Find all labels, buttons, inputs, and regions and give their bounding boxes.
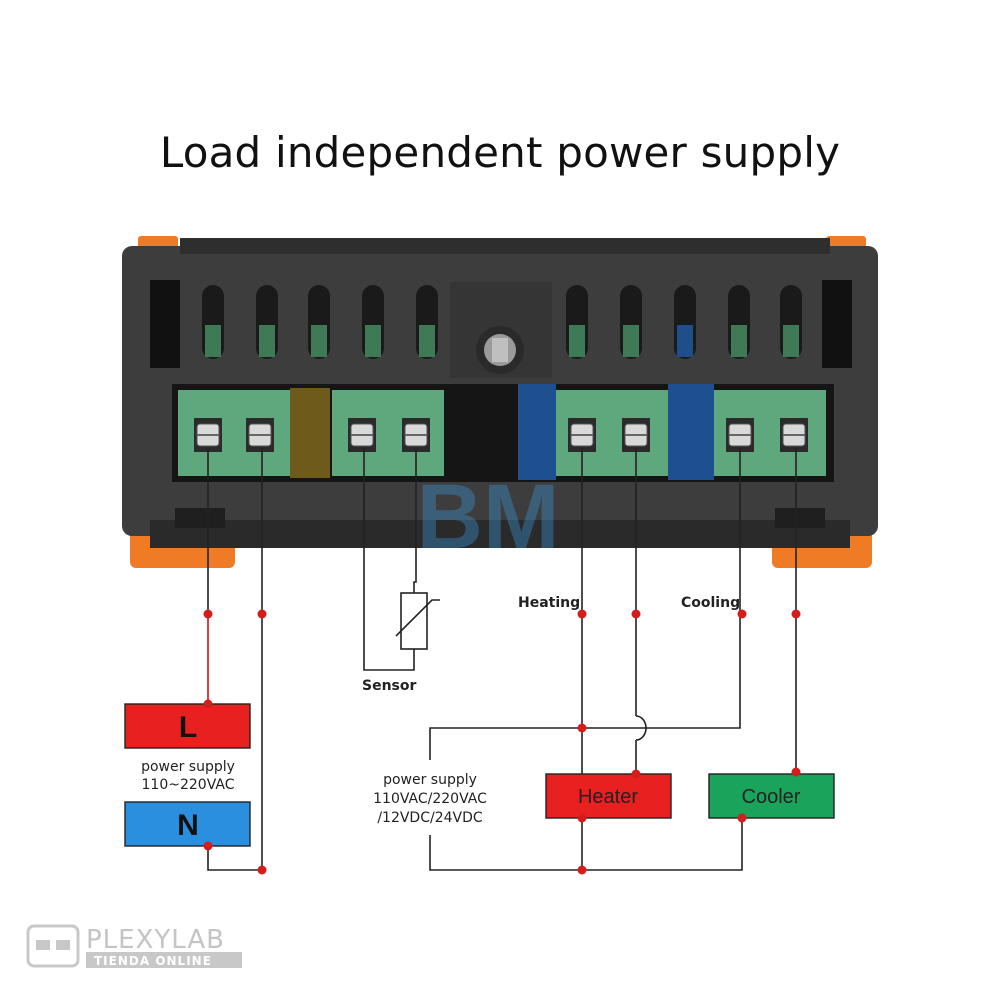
load-supply-line1: power supply [383, 772, 477, 788]
mains-N-box: N [124, 801, 251, 847]
mains-L-box: L [124, 703, 251, 749]
mount-slot-right [775, 508, 825, 528]
wire-sensor [363, 448, 417, 671]
housing-bottom [150, 520, 850, 548]
brand-watermark: PLEXYLAB TIENDA ONLINE [26, 924, 242, 968]
housing-top-rim [180, 238, 830, 254]
load-supply-line2: 110VAC/220VAC [373, 791, 487, 807]
mains-supply-line2: 110~220VAC [142, 777, 235, 793]
side-vent-left [150, 280, 180, 368]
wire-crossover [635, 715, 647, 741]
cooling-label: Cooling [681, 595, 740, 611]
terminal-screw-8 [780, 418, 808, 452]
wire-node-12 [791, 767, 801, 777]
wire-node-6 [577, 609, 587, 619]
wire-node-14 [737, 813, 747, 823]
wire-node-10 [577, 723, 587, 733]
wire-node-8 [737, 609, 747, 619]
terminal-screw-4 [402, 418, 430, 452]
watermark-logo: BM [416, 466, 559, 568]
wire-node-9 [791, 609, 801, 619]
brand-tagline: TIENDA ONLINE [94, 954, 212, 968]
wire-node-4 [203, 841, 213, 851]
vent-slots [202, 285, 802, 359]
mains-N-label: N [177, 809, 199, 842]
heater-box: Heater [545, 773, 672, 819]
terminal-screw-3 [348, 418, 376, 452]
wire-node-11 [631, 769, 641, 779]
buzzer-component [290, 388, 330, 478]
wire-node-5 [257, 865, 267, 875]
sensor-thermistor [395, 592, 440, 650]
wire-nodes [203, 609, 801, 875]
relay-blue-left [518, 384, 556, 480]
side-vent-right [822, 280, 852, 368]
wire-node-7 [631, 609, 641, 619]
heating-label: Heating [518, 595, 580, 611]
cooler-label: Cooler [742, 786, 801, 808]
wire-node-3 [203, 699, 213, 709]
mains-L-label: L [179, 711, 197, 744]
wire-node-13 [577, 813, 587, 823]
terminal-screw-2 [246, 418, 274, 452]
mount-slot-left [175, 508, 225, 528]
diagram-title: Load independent power supply [159, 128, 841, 177]
relay-blue-right [668, 384, 714, 480]
thermostat-device: BM [122, 236, 878, 568]
terminal-screw-7 [726, 418, 754, 452]
wire-N [207, 448, 263, 871]
terminal-screw-5 [568, 418, 596, 452]
wire-node-2 [257, 609, 267, 619]
brand-logo-icon [26, 924, 80, 968]
terminal-screws [194, 418, 808, 452]
terminal-screw-1 [194, 418, 222, 452]
terminal-screw-6 [622, 418, 650, 452]
brand-name: PLEXYLAB [86, 925, 225, 955]
wire-node-15 [577, 865, 587, 875]
load-supply-line3: /12VDC/24VDC [377, 810, 483, 826]
sensor-label: Sensor [362, 678, 416, 694]
mains-supply-line1: power supply [141, 759, 235, 775]
heater-label: Heater [578, 786, 638, 808]
wire-node-1 [203, 609, 213, 619]
cooler-box: Cooler [708, 773, 835, 819]
